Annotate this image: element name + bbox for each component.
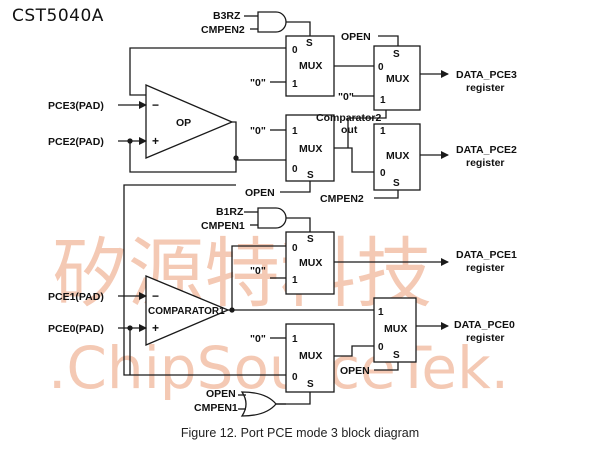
pad-pce2: PCE2(PAD) [48, 136, 104, 148]
pad-pce3: PCE3(PAD) [48, 100, 104, 112]
signal-zero-a: "0" [250, 77, 266, 89]
pad-pce0: PCE0(PAD) [48, 323, 104, 335]
mux-b-in1: 1 [380, 95, 386, 106]
op-minus: − [152, 98, 159, 112]
block-diagram: 矽源特科技 .ChipSourceTek. [48, 10, 517, 417]
op-amp [145, 84, 234, 159]
output-pce2-l1: DATA_PCE2 [456, 144, 517, 156]
mux-f-sel: S [307, 379, 314, 390]
figure-caption: Figure 12. Port PCE mode 3 block diagram [180, 426, 420, 440]
signal-cmpen2-sel: CMPEN2 [320, 193, 364, 205]
signal-comparator2-l1: Comparator2 [316, 112, 382, 124]
mux-g-in1: 1 [378, 307, 384, 318]
and-gate-b1rz [257, 207, 287, 229]
mux-d [373, 123, 421, 191]
output-pce2-l2: register [466, 157, 505, 169]
mux-b [373, 45, 421, 111]
mux-c-in0: 0 [292, 164, 298, 175]
mux-e-in0: 0 [292, 243, 298, 254]
output-pce0-l2: register [466, 332, 505, 344]
output-pce1-l1: DATA_PCE1 [456, 249, 517, 261]
signal-cmpen1-or: CMPEN1 [194, 402, 238, 414]
output-pce1-l2: register [466, 262, 505, 274]
mux-e-label: MUX [299, 257, 322, 269]
pad-pce1: PCE1(PAD) [48, 291, 104, 303]
document-title: CST5040A [12, 6, 104, 26]
mux-g-label: MUX [384, 323, 407, 335]
mux-c-in1: 1 [292, 126, 298, 137]
comparator1 [145, 275, 230, 346]
mux-c-sel: S [307, 170, 314, 181]
and-gate-b3rz [257, 11, 287, 33]
signal-cmpen1-gate: CMPEN1 [201, 220, 245, 232]
comparator1-label: COMPARATOR1 [148, 306, 225, 317]
comp1-plus: + [152, 321, 159, 335]
mux-f [285, 323, 335, 393]
signal-open-mid: OPEN [245, 187, 275, 199]
signal-b1rz: B1RZ [216, 206, 244, 218]
mux-d-sel: S [393, 178, 400, 189]
op-plus: + [152, 134, 159, 148]
mux-c-label: MUX [299, 143, 322, 155]
signal-cmpen2-gate: CMPEN2 [201, 24, 245, 36]
signal-open-or: OPEN [206, 388, 236, 400]
signal-open-low: OPEN [340, 365, 370, 377]
watermark-chinese: 矽源特科技 [52, 229, 432, 318]
mux-g-in0: 0 [378, 342, 384, 353]
mux-e-in1: 1 [292, 275, 298, 286]
signal-zero-f: "0" [250, 333, 266, 345]
mux-f-in1: 1 [292, 334, 298, 345]
mux-c [285, 114, 335, 182]
mux-a-in0: 0 [292, 45, 298, 56]
mux-d-in1: 1 [380, 126, 386, 137]
output-pce3-l1: DATA_PCE3 [456, 69, 517, 81]
signal-zero-c: "0" [250, 125, 266, 137]
mux-b-label: MUX [386, 73, 409, 85]
mux-d-in0: 0 [380, 168, 386, 179]
op-label: OP [176, 117, 191, 129]
watermark: 矽源特科技 .ChipSourceTek. [48, 229, 509, 402]
mux-a-in1: 1 [292, 79, 298, 90]
signal-open-top: OPEN [341, 31, 371, 43]
signal-comparator2-l2: out [341, 124, 358, 136]
comp1-minus: − [152, 289, 159, 303]
watermark-english: .ChipSourceTek. [48, 334, 509, 402]
mux-a-label: MUX [299, 60, 322, 72]
wires [118, 11, 449, 417]
mux-e-sel: S [307, 234, 314, 245]
or-gate-open-cmpen1 [240, 391, 277, 417]
output-pce3-l2: register [466, 82, 505, 94]
signal-zero-e: "0" [250, 265, 266, 277]
labels: PCE3(PAD) PCE2(PAD) PCE1(PAD) PCE0(PAD) … [48, 10, 517, 414]
mux-f-in0: 0 [292, 372, 298, 383]
mux-a-sel: S [306, 38, 313, 49]
signal-b3rz: B3RZ [213, 10, 241, 22]
mux-f-label: MUX [299, 350, 322, 362]
mux-b-in0: 0 [378, 62, 384, 73]
mux-e [285, 231, 335, 295]
mux-g-sel: S [393, 350, 400, 361]
mux-b-sel: S [393, 49, 400, 60]
output-pce0-l1: DATA_PCE0 [454, 319, 515, 331]
signal-zero-b: "0" [338, 91, 354, 103]
mux-d-label: MUX [386, 150, 409, 162]
mux-g [373, 297, 417, 363]
